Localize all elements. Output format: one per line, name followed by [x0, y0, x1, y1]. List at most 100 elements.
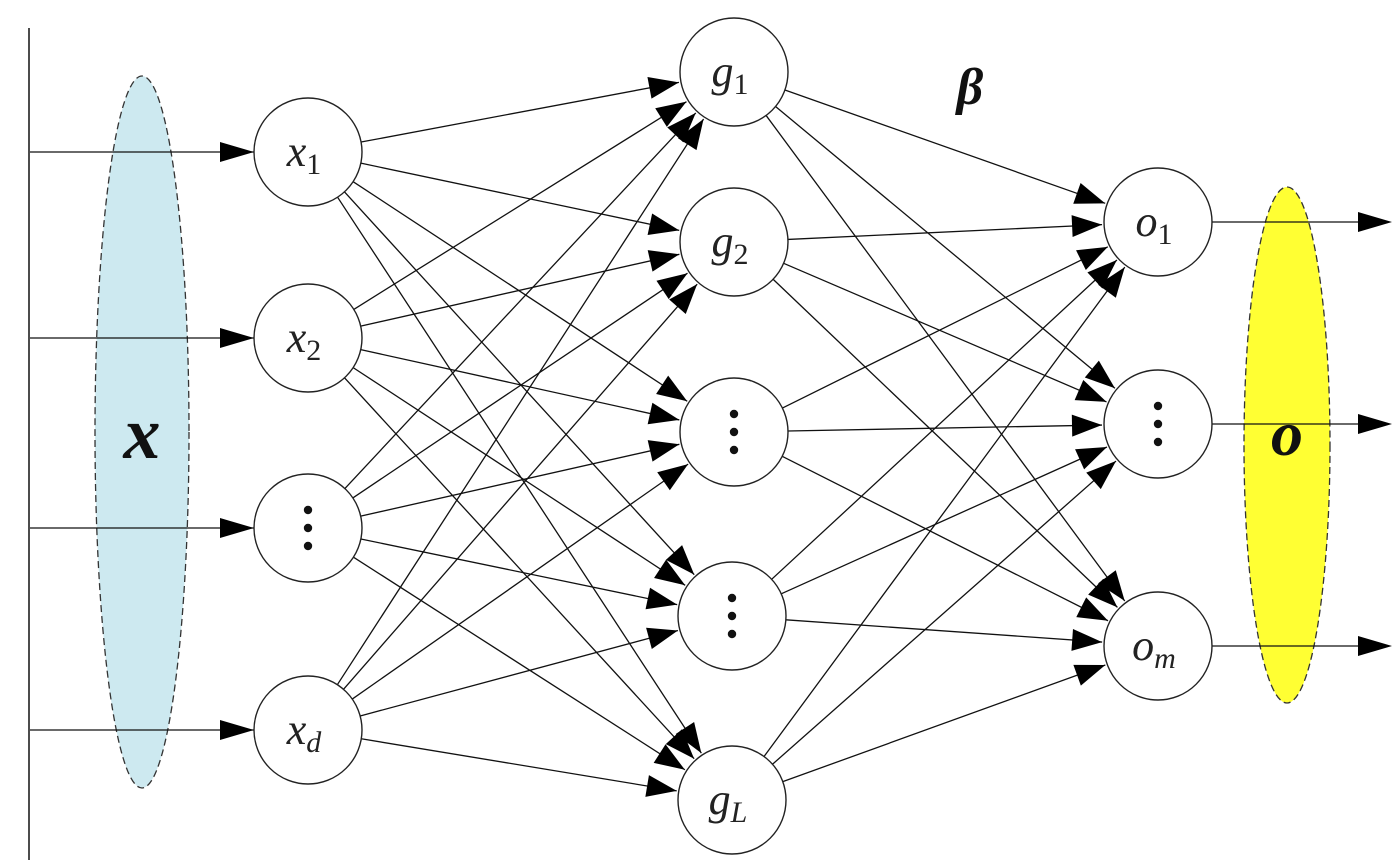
- node-label: gL: [709, 775, 748, 829]
- edge-input-hidden: [353, 556, 686, 771]
- ellipsis-dot: [1153, 419, 1163, 429]
- ellipsis-dot: [729, 409, 739, 419]
- output-group-ellipse: [1243, 186, 1331, 704]
- node-label-subscript: m: [1154, 642, 1176, 675]
- edge-hidden-output: [763, 266, 1126, 757]
- edge-hidden-output: [787, 424, 1103, 432]
- node-circle: [1103, 167, 1213, 277]
- arrowhead-hidden-output: [1074, 379, 1107, 402]
- node-label-base: g: [709, 775, 731, 824]
- arrowhead-input-hidden: [645, 775, 677, 797]
- output-node-3: om: [1103, 591, 1213, 701]
- output-node-1: o1: [1103, 167, 1213, 277]
- node-label: x1: [286, 127, 322, 181]
- node-circle: [1103, 591, 1213, 701]
- edge-hidden-output: [784, 89, 1106, 204]
- arrowhead-input-hidden: [647, 402, 680, 425]
- edge-input-hidden: [336, 118, 705, 686]
- ellipsis-dot: [727, 629, 737, 639]
- input-group-ellipse: [94, 75, 190, 789]
- edge-input-hidden: [351, 463, 689, 700]
- arrowhead-hidden-output: [1075, 447, 1107, 470]
- input-arrowhead: [220, 328, 254, 348]
- hidden-node-2: g2: [679, 187, 789, 297]
- arrowhead-input-hidden: [653, 744, 685, 770]
- output-arrowhead: [1358, 636, 1392, 656]
- node-label-base: o: [1132, 621, 1154, 670]
- input-group-label: x: [123, 393, 161, 475]
- arrowhead-hidden-output: [1084, 360, 1115, 389]
- node-circle: [253, 675, 363, 785]
- node-label-base: o: [1136, 197, 1158, 246]
- arrowhead-input-hidden: [654, 559, 686, 586]
- node-label-subscript: 1: [306, 148, 321, 181]
- arrowhead-input-hidden: [665, 545, 695, 575]
- node-label-base: x: [286, 705, 307, 754]
- arrowhead-input-hidden: [647, 77, 679, 99]
- arrowhead-hidden-output: [1073, 182, 1106, 204]
- node-label: x2: [286, 313, 322, 367]
- node-label: g1: [712, 47, 749, 101]
- arrowhead-input-hidden: [667, 112, 696, 143]
- input-arrowhead: [220, 518, 254, 538]
- node-label: g2: [712, 217, 749, 271]
- edge-input-hidden: [343, 283, 698, 690]
- hidden-node-3: [679, 377, 789, 487]
- ellipsis-dot: [729, 445, 739, 455]
- arrowhead-input-hidden: [675, 722, 702, 754]
- input-node-3: [253, 473, 363, 583]
- input-node-2: x2: [253, 283, 363, 393]
- arrowhead-input-hidden: [665, 729, 695, 759]
- node-label-base: x: [286, 127, 307, 176]
- node-label-subscript: L: [730, 796, 748, 829]
- edge-input-hidden: [360, 81, 680, 143]
- edge-hidden-output: [772, 460, 1117, 765]
- ellipsis-dot: [303, 523, 313, 533]
- ellipsis-dot: [1153, 437, 1163, 447]
- edge-input-hidden: [360, 349, 680, 421]
- node-label-subscript: 1: [1158, 218, 1173, 251]
- output-group-label: o: [1271, 398, 1303, 469]
- edge-hidden-output: [783, 262, 1107, 403]
- ellipsis-dot: [303, 505, 313, 515]
- edge-hidden-output: [782, 246, 1109, 409]
- edge-input-hidden: [344, 377, 695, 760]
- input-arrowhead: [220, 142, 254, 162]
- edge-hidden-output: [782, 664, 1106, 783]
- output-arrowhead: [1358, 212, 1392, 232]
- arrowhead-hidden-output: [1073, 664, 1106, 686]
- edge-input-hidden: [353, 101, 687, 310]
- ellipsis-dot: [1153, 401, 1163, 411]
- arrowhead-hidden-output: [1071, 215, 1103, 238]
- edge-hidden-output: [787, 223, 1103, 241]
- arrowhead-input-hidden: [647, 250, 680, 272]
- ellipsis-dot: [303, 541, 313, 551]
- arrowhead-hidden-output: [1098, 267, 1125, 298]
- node-label: om: [1132, 621, 1176, 675]
- ellipsis-dot: [727, 593, 737, 603]
- node-label: xd: [286, 705, 323, 759]
- edge-input-hidden: [359, 629, 679, 717]
- arrowhead-hidden-output: [1071, 628, 1103, 651]
- edge-hidden-output: [772, 278, 1118, 608]
- arrowhead-input-hidden: [678, 119, 704, 151]
- ellipsis-dot: [727, 611, 737, 621]
- edge-input-hidden: [360, 162, 680, 232]
- arrowhead-input-hidden: [669, 284, 698, 315]
- arrowhead-hidden-output: [1076, 597, 1109, 621]
- weights-label-beta: β: [955, 59, 984, 116]
- edge-input-hidden: [352, 272, 688, 499]
- edge-hidden-output: [765, 115, 1126, 602]
- node-label-subscript: d: [306, 726, 322, 759]
- arrowhead-hidden-output: [1087, 260, 1117, 289]
- edges-layer: [30, 81, 1388, 792]
- edge-input-hidden: [343, 191, 695, 576]
- edge-input-hidden: [352, 181, 688, 402]
- edge-input-hidden: [361, 738, 677, 792]
- node-circle: [679, 17, 789, 127]
- arrowhead-input-hidden: [656, 375, 688, 402]
- arrowhead-input-hidden: [647, 213, 680, 235]
- edge-hidden-output: [775, 105, 1116, 389]
